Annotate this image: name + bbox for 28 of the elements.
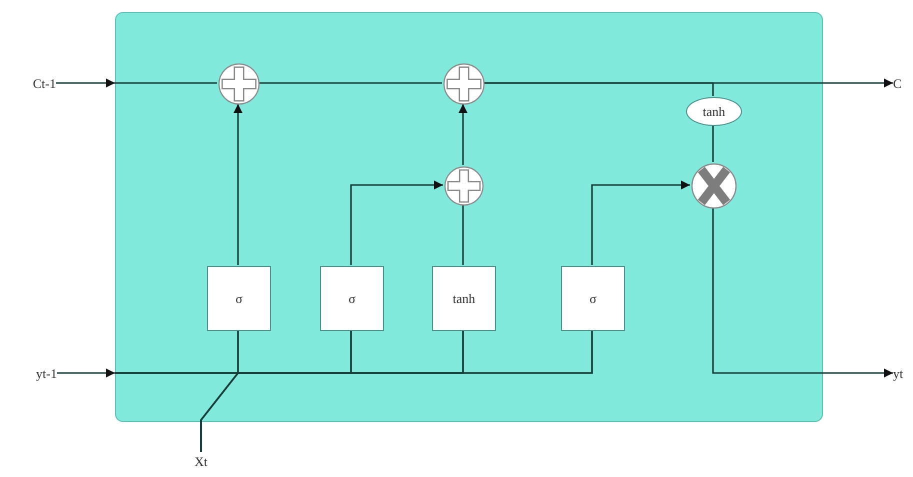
signal-label: yt-1: [36, 366, 57, 380]
signal-label: C: [893, 76, 902, 90]
signal-label: Ct-1: [32, 76, 56, 90]
lstm-cell-panel: [115, 12, 823, 422]
connector-line: [259, 82, 442, 84]
signal-label: Xt: [194, 454, 208, 468]
arrow: [57, 368, 115, 378]
arrow: [458, 104, 468, 165]
connector-line: [462, 205, 464, 265]
connector-line: [484, 82, 714, 96]
arrow: [234, 104, 242, 265]
function-label: σ: [348, 292, 356, 305]
addition-node: [443, 63, 485, 105]
arrow: [56, 78, 115, 88]
function-label: σ: [589, 292, 596, 305]
arrow: [350, 180, 443, 265]
connector-line: [712, 125, 714, 162]
function-label: tanh: [702, 105, 726, 118]
addition-node: [218, 63, 260, 105]
signal-label: yt: [893, 366, 904, 380]
multiplication-node: [691, 163, 737, 209]
arrow: [712, 208, 893, 378]
arrow: [591, 180, 690, 265]
function-label: σ: [235, 292, 242, 305]
function-label: tanh: [452, 292, 476, 305]
connector-line: [115, 82, 217, 84]
connector-line: [200, 330, 593, 452]
addition-node: [444, 166, 484, 206]
